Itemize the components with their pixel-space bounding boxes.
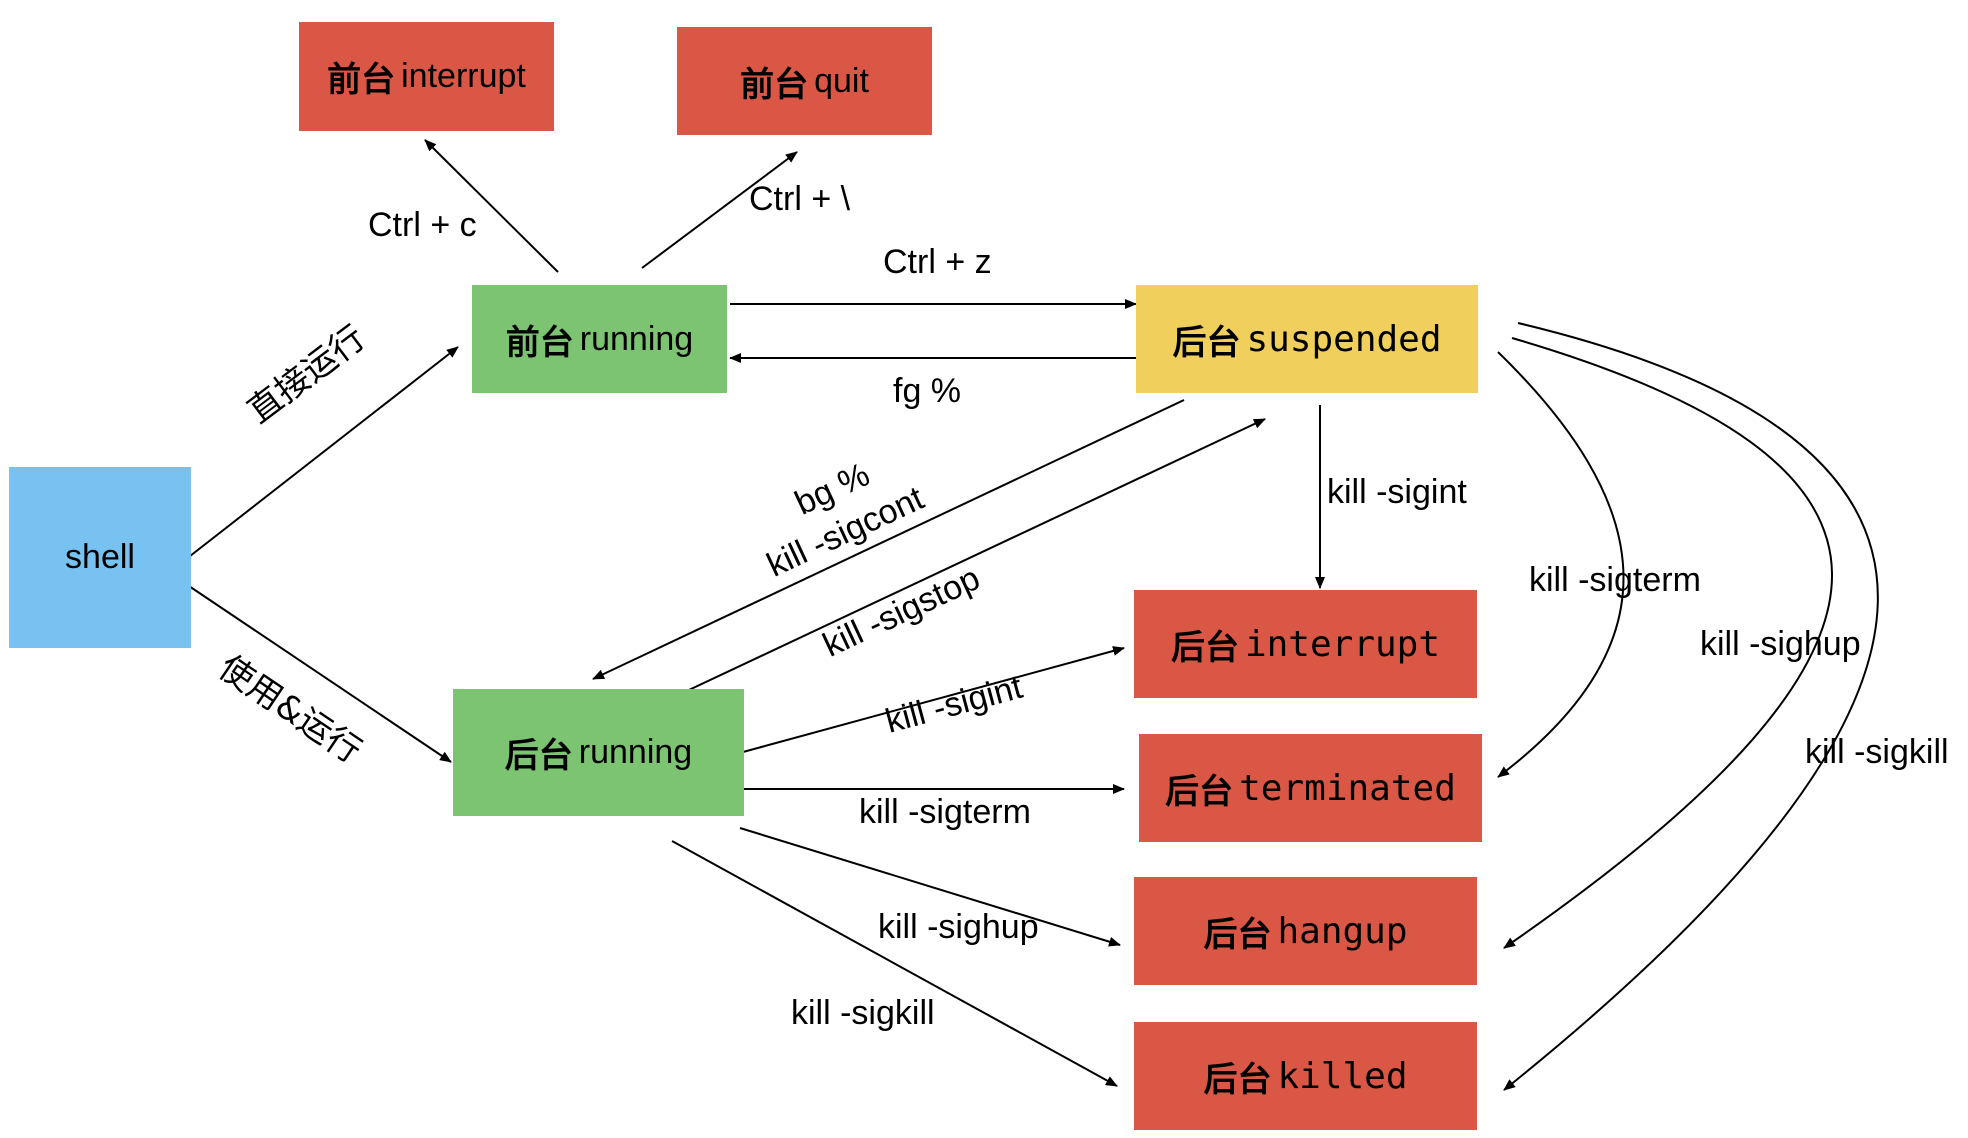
arrow-bg-running-to-bg-killed bbox=[671, 840, 1118, 1087]
edge-label-susp-sigterm: kill -sigterm bbox=[1529, 561, 1701, 599]
node-prefix: 后台 bbox=[1203, 1059, 1272, 1100]
node-label: interrupt bbox=[401, 57, 526, 95]
edge-label-ctrl-z: Ctrl + z bbox=[883, 243, 992, 281]
arrow-suspended-to-bg-killed bbox=[1503, 322, 1879, 1091]
node-prefix: 后台 bbox=[1203, 914, 1272, 955]
node-label: terminated bbox=[1239, 767, 1456, 809]
arrow-running-to-fg-quit bbox=[641, 151, 798, 269]
edge-label-susp-sigkill: kill -sigkill bbox=[1805, 733, 1949, 771]
node-prefix: 后台 bbox=[1165, 771, 1234, 812]
node-prefix: 前台 bbox=[740, 64, 809, 105]
arrow-suspended-to-bg-hangup bbox=[1503, 337, 1833, 949]
edge-label-run-sigterm: kill -sigterm bbox=[859, 793, 1031, 831]
arrow-shell-to-bg-running bbox=[182, 581, 452, 763]
node-prefix: 后台 bbox=[504, 736, 573, 776]
node-prefix: 后台 bbox=[1172, 322, 1241, 363]
arrow-bg-running-to-bg-hangup bbox=[739, 827, 1121, 947]
node-label: quit bbox=[814, 61, 869, 100]
node-prefix: 后台 bbox=[1170, 627, 1239, 668]
node-label: interrupt bbox=[1244, 623, 1441, 665]
edge-label-susp-sigint: kill -sigint bbox=[1327, 473, 1467, 511]
node-label: killed bbox=[1277, 1055, 1408, 1097]
edge-label-susp-sighup: kill -sighup bbox=[1700, 625, 1861, 663]
arrow-suspended-to-bg-terminated bbox=[1497, 351, 1625, 778]
edge-label-run-sighup: kill -sighup bbox=[878, 908, 1039, 946]
node-label: shell bbox=[65, 538, 135, 576]
edge-label-fg: fg % bbox=[893, 372, 962, 410]
arrow-shell-to-fg-running bbox=[175, 346, 459, 568]
arrow-bg-running-to-suspended bbox=[673, 418, 1266, 698]
node-prefix: 前台 bbox=[505, 322, 574, 363]
node-label: running bbox=[578, 733, 693, 771]
arrow-bg-running-to-bg-interrupt bbox=[742, 646, 1125, 753]
edge-label-ctrl-c: Ctrl + c bbox=[368, 206, 477, 244]
arrow-suspended-to-bg-running bbox=[592, 399, 1185, 680]
arrow-running-to-fg-interrupt bbox=[424, 139, 559, 273]
node-prefix: 前台 bbox=[327, 60, 396, 100]
node-label: running bbox=[579, 319, 694, 358]
edge-label-run-sigkill: kill -sigkill bbox=[791, 994, 935, 1032]
node-label: hangup bbox=[1277, 910, 1408, 952]
node-label: suspended bbox=[1246, 318, 1442, 360]
edge-label-ctrl-backslash: Ctrl + \ bbox=[749, 180, 851, 218]
node-shell[interactable]: shell bbox=[9, 467, 191, 648]
